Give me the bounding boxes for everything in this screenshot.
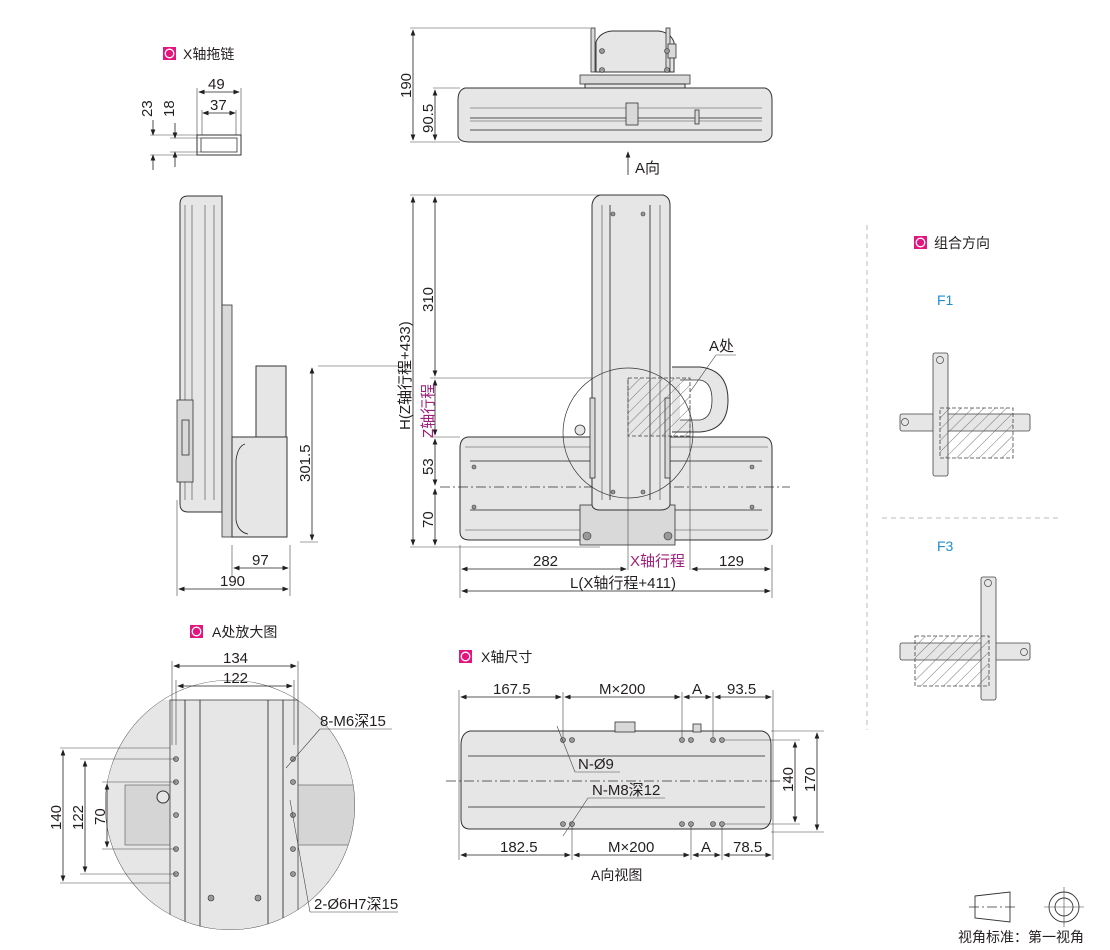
dim-overall-height: H(Z轴行程+433) [397,321,414,430]
dim-x-stroke: X轴行程 [630,553,685,570]
top-dim-93-5: 93.5 [727,681,756,698]
detail-holes [173,756,296,877]
side-view: 301.5 97 190 [176,195,410,596]
bottom-dim-a: A [701,839,711,856]
dim-134: 134 [223,650,248,667]
top-dim-m200: M×200 [599,681,645,698]
dim-70-front: 70 [420,511,437,528]
dim-282: 282 [533,553,558,570]
top-dim-167-5: 167.5 [493,681,531,698]
dim-z-stroke: Z轴行程 [420,384,437,438]
dim-122-h: 122 [70,805,87,830]
dim-129: 129 [719,553,744,570]
dim-70-detail: 70 [92,808,109,825]
truncated-cone-icon [974,891,1011,923]
note-m6: 8-M6深15 [320,713,386,730]
projection-label: 视角标准：第一视角 [958,929,1084,945]
dim-97: 97 [252,552,269,569]
option-f1[interactable]: F1 [937,292,954,308]
note-n-9: N-Ø9 [578,756,614,773]
x-dims-title: X轴尺寸 [481,649,532,665]
x-view-caption: A向视图 [591,867,642,883]
dim-53: 53 [420,458,437,475]
x-holes [560,737,725,827]
dim-90-5: 90.5 [420,104,437,133]
dim-140-detail: 140 [48,805,65,830]
dim-190-top: 190 [398,73,415,98]
dim-140-x: 140 [780,767,797,792]
f1-diagram [899,352,1031,477]
dim-122-w: 122 [223,670,248,687]
note-h7: 2-Ø6H7深15 [314,896,398,913]
note-n-m8: N-M8深12 [592,782,660,799]
callout-a: A处 [709,338,734,355]
a-direction-label: A向 [635,160,660,177]
top-view: 190 90.5 A向 [398,27,773,177]
combination-section: 组合方向 F1 F3 [866,225,1060,730]
front-view: H(Z轴行程+433) 310 Z轴行程 53 70 [397,194,790,598]
dim-190-side: 190 [220,573,245,590]
x-dims-section: X轴尺寸 167.5 M×200 A 93.5 [446,649,824,883]
dim-301-5: 301.5 [297,444,314,482]
detail-a-section: A处放大图 134 122 [48,624,398,930]
dim-23: 23 [139,100,156,117]
dim-49: 49 [208,76,225,93]
dim-170: 170 [802,767,819,792]
x-chain-title: X轴拖链 [183,46,234,62]
projection-symbol: 视角标准：第一视角 [958,887,1084,945]
dim-18: 18 [161,100,178,117]
dim-310: 310 [420,287,437,312]
bottom-dim-m200: M×200 [608,839,654,856]
x-chain-section: X轴拖链 49 37 23 18 [139,46,242,170]
f3-diagram [899,576,1031,701]
bottom-dim-182-5: 182.5 [500,839,538,856]
bottom-dim-78-5: 78.5 [733,839,762,856]
top-dim-a: A [692,681,702,698]
dim-overall-length: L(X轴行程+411) [570,575,676,592]
combination-title: 组合方向 [934,235,990,251]
detail-a-title: A处放大图 [212,624,277,640]
option-f3[interactable]: F3 [937,538,954,554]
dim-37: 37 [210,97,227,114]
